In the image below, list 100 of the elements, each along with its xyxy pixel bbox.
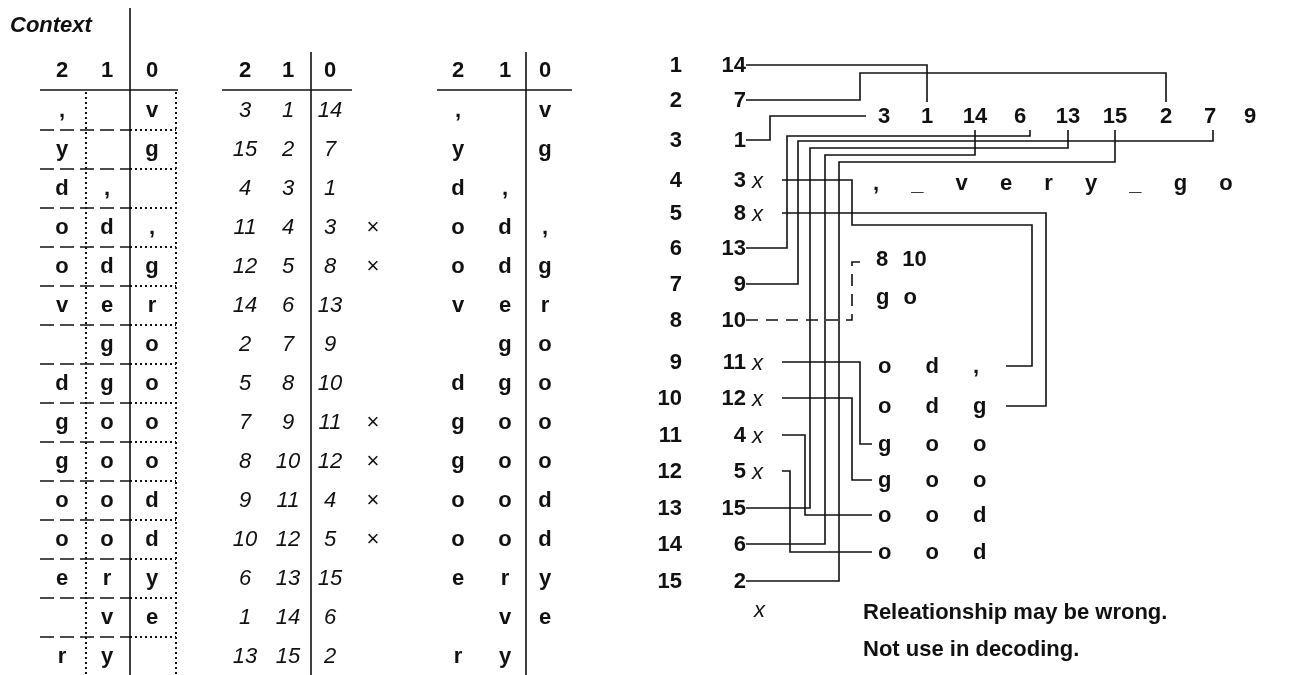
- cross-mark: ×: [365, 409, 381, 435]
- table-value: v: [497, 604, 513, 630]
- table-value: r: [499, 565, 511, 591]
- table-value: o: [497, 448, 513, 474]
- table-value: 15: [316, 565, 344, 591]
- table-value: 15: [231, 136, 259, 162]
- note-text: Releationship may be wrong. Not use in decoding.: [863, 598, 1169, 663]
- table-value: v: [144, 97, 160, 123]
- letter-pair: g o: [876, 284, 917, 310]
- code-pair: 8 10: [876, 246, 927, 272]
- leader-line: [745, 64, 928, 103]
- column-header: 1: [99, 57, 115, 83]
- table-value: o: [537, 448, 553, 474]
- column-header: 1: [497, 57, 513, 83]
- table-value: g: [54, 409, 70, 435]
- context-row: g o o: [872, 429, 1006, 459]
- context-row: o d ,: [872, 351, 1006, 381]
- row-index: 8: [668, 307, 682, 333]
- table-value: o: [450, 214, 466, 240]
- context-row: o d g: [872, 391, 1006, 421]
- table-value: o: [497, 526, 513, 552]
- table-value: o: [144, 370, 160, 396]
- table-value: v: [450, 292, 466, 318]
- table-value: e: [450, 565, 466, 591]
- table-value: 12: [231, 253, 259, 279]
- code-value: 12: [720, 385, 746, 411]
- column-header: 2: [54, 57, 70, 83]
- table-value: 3: [280, 175, 296, 201]
- table-value: 4: [237, 175, 253, 201]
- table-value: d: [99, 253, 115, 279]
- sequence-number: 6: [1002, 102, 1038, 130]
- table-value: v: [54, 292, 70, 318]
- sequence-number: 9: [1232, 102, 1268, 130]
- table-value: g: [497, 370, 513, 396]
- table-value: d: [450, 175, 466, 201]
- table-value: d: [54, 175, 70, 201]
- table-value: o: [537, 370, 553, 396]
- table-value: g: [497, 331, 513, 357]
- code-value: 4: [732, 422, 746, 448]
- table-value: ,: [453, 97, 463, 123]
- cross-mark: ×: [365, 448, 381, 474]
- table-value: e: [144, 604, 160, 630]
- table-value: 8: [322, 253, 338, 279]
- code-value: 1: [700, 125, 746, 155]
- table-value: 5: [237, 370, 253, 396]
- context-row: g o o: [872, 465, 1006, 495]
- table-value: 3: [322, 214, 338, 240]
- code-value: 8: [732, 200, 746, 226]
- table-value: 10: [231, 526, 259, 552]
- column-header: 0: [322, 57, 338, 83]
- row-index: 3: [668, 127, 682, 153]
- table-value: 7: [280, 331, 296, 357]
- table-value: 12: [274, 526, 302, 552]
- table-value: d: [54, 370, 70, 396]
- table-value: 11: [232, 214, 258, 240]
- table-value: 14: [231, 292, 259, 318]
- table-value: e: [99, 292, 115, 318]
- table-value: v: [537, 97, 553, 123]
- table-value: y: [144, 565, 160, 591]
- row-index: 14: [656, 531, 682, 557]
- code-value: 10: [700, 305, 746, 335]
- row-index: 6: [668, 235, 682, 261]
- code-value: 7: [700, 85, 746, 115]
- table-value: ,: [102, 175, 112, 201]
- table-value: 9: [280, 409, 296, 435]
- cross-mark: ×: [365, 487, 381, 513]
- leader-line: [745, 129, 1116, 582]
- table-value: 13: [274, 565, 302, 591]
- table-value: 10: [316, 370, 344, 396]
- table-value: g: [450, 448, 466, 474]
- column-header: 1: [280, 57, 296, 83]
- table-value: g: [99, 331, 115, 357]
- code-value: 5: [732, 458, 746, 484]
- sequence-number: 14: [957, 102, 993, 130]
- cross-mark: ×: [365, 214, 381, 240]
- table-value: o: [99, 487, 115, 513]
- table-value: 7: [237, 409, 253, 435]
- table-value: ,: [540, 214, 550, 240]
- table-value: ,: [500, 175, 510, 201]
- code-value: 6: [700, 529, 746, 559]
- sequence-number: 1: [909, 102, 945, 130]
- row-index: 11: [657, 422, 682, 448]
- table-value: o: [497, 487, 513, 513]
- row-index: 4: [668, 167, 682, 193]
- leader-line: [781, 397, 873, 481]
- table-value: o: [99, 409, 115, 435]
- table-value: o: [99, 448, 115, 474]
- cross-mark: ×: [365, 253, 381, 279]
- table-value: 2: [280, 136, 296, 162]
- table-value: d: [497, 253, 513, 279]
- leader-line: [745, 129, 1214, 285]
- row-index: 9: [668, 349, 682, 375]
- table-value: 1: [237, 604, 253, 630]
- table-value: d: [537, 526, 553, 552]
- sequence-number: 2: [1148, 102, 1184, 130]
- table-value: r: [452, 643, 464, 669]
- table-value: 6: [322, 604, 338, 630]
- row-index: 13: [656, 495, 682, 521]
- table-value: v: [99, 604, 115, 630]
- table-value: 6: [237, 565, 253, 591]
